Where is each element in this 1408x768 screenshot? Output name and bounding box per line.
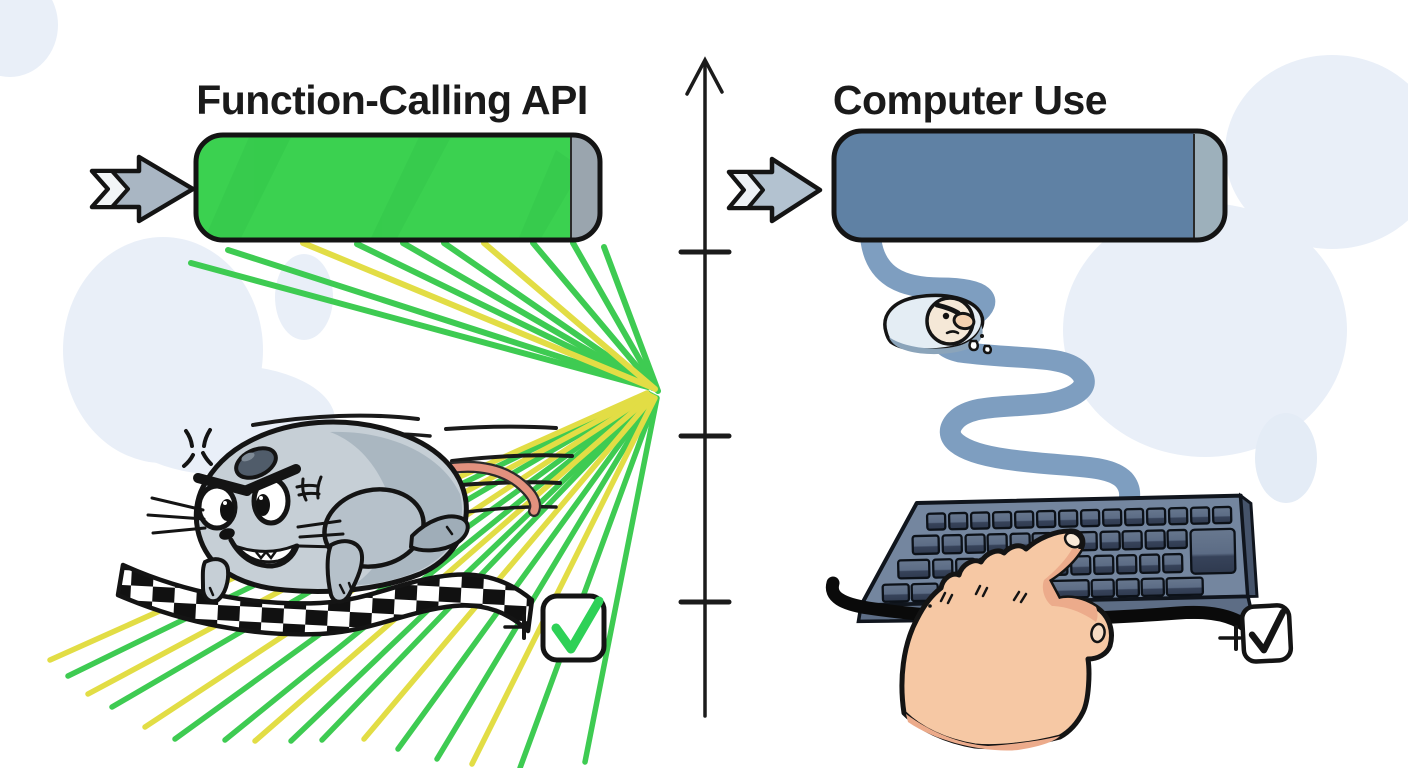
right-check-group [1218,603,1294,664]
left-title: Function-Calling API [196,77,588,123]
blob [0,0,58,77]
blue-bar-cap [1194,132,1224,239]
background-blobs [0,0,1408,503]
mouse-rear-foot [409,514,470,553]
anger-vein-icon [295,475,323,502]
right-title: Computer Use [833,77,1107,123]
mouse-cable [860,230,1141,531]
blob [1063,203,1347,457]
thumbnail [1090,622,1106,644]
front-paw-right [325,539,364,604]
blob [275,254,333,340]
grumpy-eye [942,312,950,320]
sweat-drops [968,334,993,355]
tack-mark [503,614,530,640]
enter-key [1189,527,1237,575]
hand-illustration [899,528,1114,751]
blob [1225,55,1408,249]
grumpy-mouse-underside [889,325,983,355]
green-bar-cap [571,136,599,239]
center-axis [678,56,732,718]
racing-mouse-illustration [146,419,542,604]
blob [1255,413,1317,503]
axis-arrowhead [685,56,724,96]
paw-toes [208,525,454,597]
green-bar-outline [193,132,603,243]
bar-streaks [204,135,582,240]
blue-bar-outline [831,128,1228,243]
grumpy-mouth [945,330,960,335]
keyboard-side [1238,492,1259,599]
gritted-mouth [228,537,300,569]
input-arrow-icon-left [89,154,196,224]
left-check-group [503,593,607,663]
grumpy-nose [952,311,976,331]
index-fingernail [1063,531,1083,549]
whiskers [146,496,345,549]
finish-line-ribbon [115,562,535,637]
mouse-tail [434,460,542,517]
input-arrow-icon-right [726,156,823,224]
speed-lines-green [65,240,661,768]
left-task-bar [193,132,603,243]
mouse-eyes [196,476,291,531]
blue-progress-bar [834,131,1225,240]
angry-eyebrows [193,464,301,496]
right-task-bar [831,128,1228,243]
knuckle-creases [928,584,1028,608]
front-paw-left [200,557,231,604]
anger-spark-icon [182,428,213,468]
checkmark-green-icon [551,596,604,654]
tack-mark [1218,625,1242,651]
grumpy-mouse-illustration [883,293,993,355]
grumpy-brow [934,302,961,316]
hand-shading [1042,549,1098,622]
mouse-nose [219,528,235,540]
scroll-wheel [234,446,278,480]
checkmark-black-icon [1248,608,1287,654]
